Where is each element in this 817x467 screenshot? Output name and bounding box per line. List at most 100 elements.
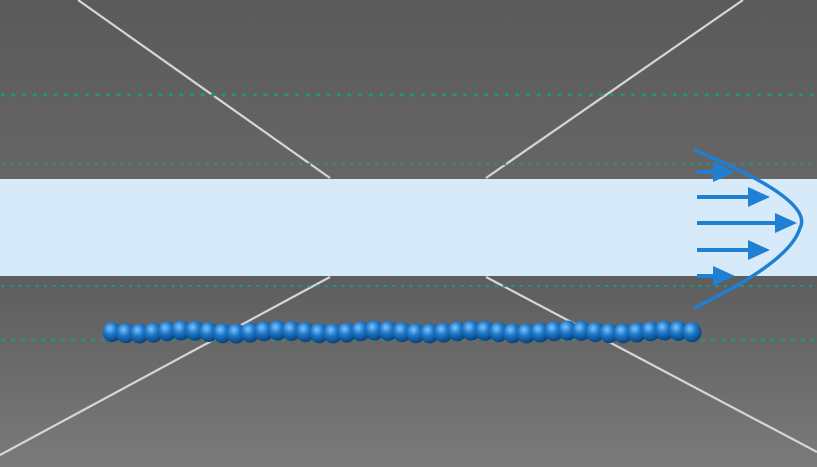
bead — [461, 320, 481, 341]
dot — [10, 338, 16, 342]
dot — [409, 284, 413, 288]
dot — [766, 284, 770, 288]
dot — [60, 338, 66, 342]
dot — [86, 284, 90, 288]
dot — [536, 93, 541, 97]
dot — [443, 284, 447, 288]
dot — [315, 93, 321, 97]
dot — [596, 284, 600, 288]
dot — [154, 284, 158, 288]
dot — [746, 93, 751, 97]
dot — [389, 93, 394, 97]
dot — [145, 162, 150, 166]
dot — [443, 162, 447, 166]
dot — [791, 162, 796, 166]
dot — [43, 162, 48, 166]
dot — [298, 284, 303, 288]
dot — [128, 284, 133, 288]
dot — [483, 93, 489, 97]
dot — [145, 284, 150, 288]
dot — [239, 162, 243, 166]
bead — [613, 323, 633, 344]
dot — [662, 93, 667, 97]
dot — [579, 162, 583, 166]
dot — [52, 284, 56, 288]
bead — [406, 323, 426, 344]
dot — [196, 162, 201, 166]
dot — [50, 338, 56, 342]
dot — [383, 284, 388, 288]
bead — [599, 323, 619, 344]
dot — [730, 338, 736, 342]
dot — [557, 93, 562, 97]
dot — [452, 93, 457, 97]
dot — [77, 284, 82, 288]
dot — [783, 284, 787, 288]
dot — [613, 162, 617, 166]
dot — [162, 162, 167, 166]
bead — [213, 323, 232, 344]
dot — [74, 93, 79, 97]
dot — [52, 162, 56, 166]
dot — [383, 162, 388, 166]
dot — [587, 284, 592, 288]
dot — [200, 93, 205, 97]
dot — [494, 162, 498, 166]
dot — [809, 93, 814, 97]
dot — [116, 93, 121, 97]
dot — [502, 284, 507, 288]
dot — [536, 162, 541, 166]
dot — [326, 93, 331, 97]
bead — [309, 323, 329, 344]
flow-arrows — [697, 162, 797, 286]
bead — [240, 322, 260, 343]
parabolic-flow-profile-icon — [693, 148, 804, 310]
dot — [332, 162, 337, 166]
dot — [672, 93, 678, 97]
dot — [21, 93, 27, 97]
dot — [154, 162, 158, 166]
dot — [290, 162, 294, 166]
dot — [281, 284, 286, 288]
dot — [230, 162, 235, 166]
dot — [409, 162, 413, 166]
dot — [420, 93, 426, 97]
dot — [94, 162, 99, 166]
dot — [315, 284, 320, 288]
dot — [732, 162, 736, 166]
dot — [706, 162, 711, 166]
dot — [704, 93, 709, 97]
bead — [102, 322, 122, 342]
dot — [431, 93, 436, 97]
dot — [613, 284, 617, 288]
dot — [519, 284, 524, 288]
dot — [774, 284, 779, 288]
dot — [60, 284, 65, 288]
dot — [477, 284, 481, 288]
bead-chain-icon — [102, 320, 702, 344]
dot — [536, 284, 541, 288]
fluid-channel — [0, 179, 817, 276]
dot — [336, 93, 342, 97]
bead — [157, 321, 177, 342]
dot — [494, 284, 498, 288]
dot — [94, 284, 99, 288]
dot — [1, 284, 5, 288]
dot — [264, 162, 269, 166]
dot — [655, 284, 660, 288]
dot — [239, 284, 243, 288]
dot — [570, 162, 575, 166]
dot — [128, 162, 133, 166]
dot — [800, 162, 804, 166]
dot — [168, 93, 174, 97]
dot — [599, 93, 604, 97]
dot — [324, 284, 328, 288]
dot — [749, 284, 753, 288]
dot — [767, 93, 772, 97]
dot — [777, 93, 783, 97]
dot — [349, 162, 354, 166]
dot — [788, 93, 793, 97]
dot — [90, 338, 96, 342]
dot — [528, 284, 532, 288]
